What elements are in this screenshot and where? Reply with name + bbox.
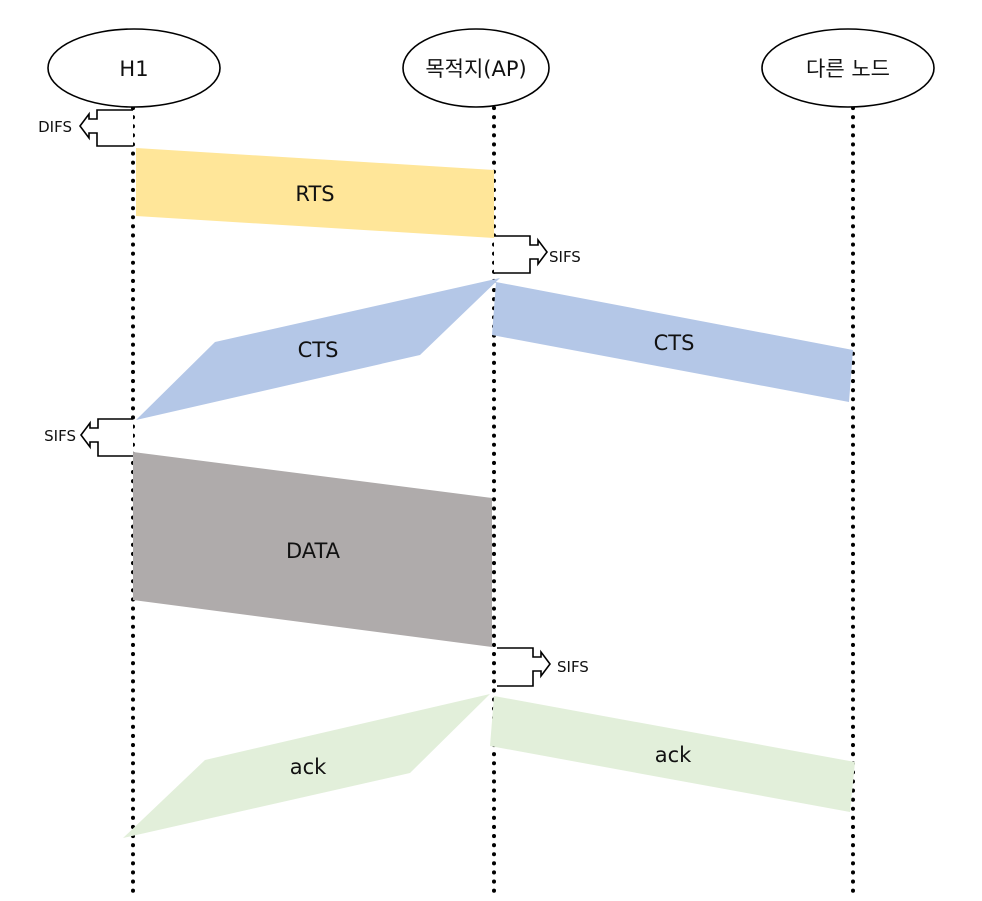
difs-h1-label: DIFS [38, 118, 72, 136]
node-other-label: 다른 노드 [806, 57, 890, 81]
frame-ack-to-other-label: ack [655, 743, 692, 767]
frame-cts-to-other-label: CTS [654, 331, 695, 355]
frame-data-label: DATA [286, 539, 341, 563]
node-ap: 목적지(AP) [402, 28, 550, 108]
frame-cts-to-h1-label: CTS [298, 338, 339, 362]
sifs-ap-after-data-interval: SIFS [497, 647, 589, 687]
frame-ack-to-other: ack [490, 696, 855, 812]
frame-cts-to-other: CTS [492, 282, 853, 402]
frame-data: DATA [133, 452, 492, 647]
frame-rts: RTS [136, 148, 494, 238]
sifs-ap-after-rts-interval: SIFS [494, 235, 581, 274]
frame-rts-label: RTS [295, 182, 334, 206]
sifs-ap-after-data-label: SIFS [557, 658, 589, 676]
node-other: 다른 노드 [761, 28, 935, 108]
sifs-ap-data-right-arrow-icon [497, 647, 551, 687]
sifs-ap-right-arrow-icon [494, 235, 548, 274]
sifs-h1-after-cts-label: SIFS [44, 427, 76, 445]
frame-ack-to-h1: ack [123, 694, 490, 838]
frame-cts-to-h1: CTS [136, 278, 500, 420]
difs-h1-left-arrow-icon [79, 109, 133, 147]
difs-h1-interval: DIFS [38, 109, 133, 147]
node-h1: H1 [47, 28, 221, 108]
sifs-h1-after-cts-interval: SIFS [44, 418, 133, 457]
sifs-h1-left-arrow-icon [80, 418, 133, 457]
frame-ack-to-h1-label: ack [290, 755, 327, 779]
node-h1-label: H1 [119, 57, 148, 81]
node-ap-label: 목적지(AP) [425, 57, 526, 81]
sifs-ap-after-rts-label: SIFS [549, 248, 581, 266]
